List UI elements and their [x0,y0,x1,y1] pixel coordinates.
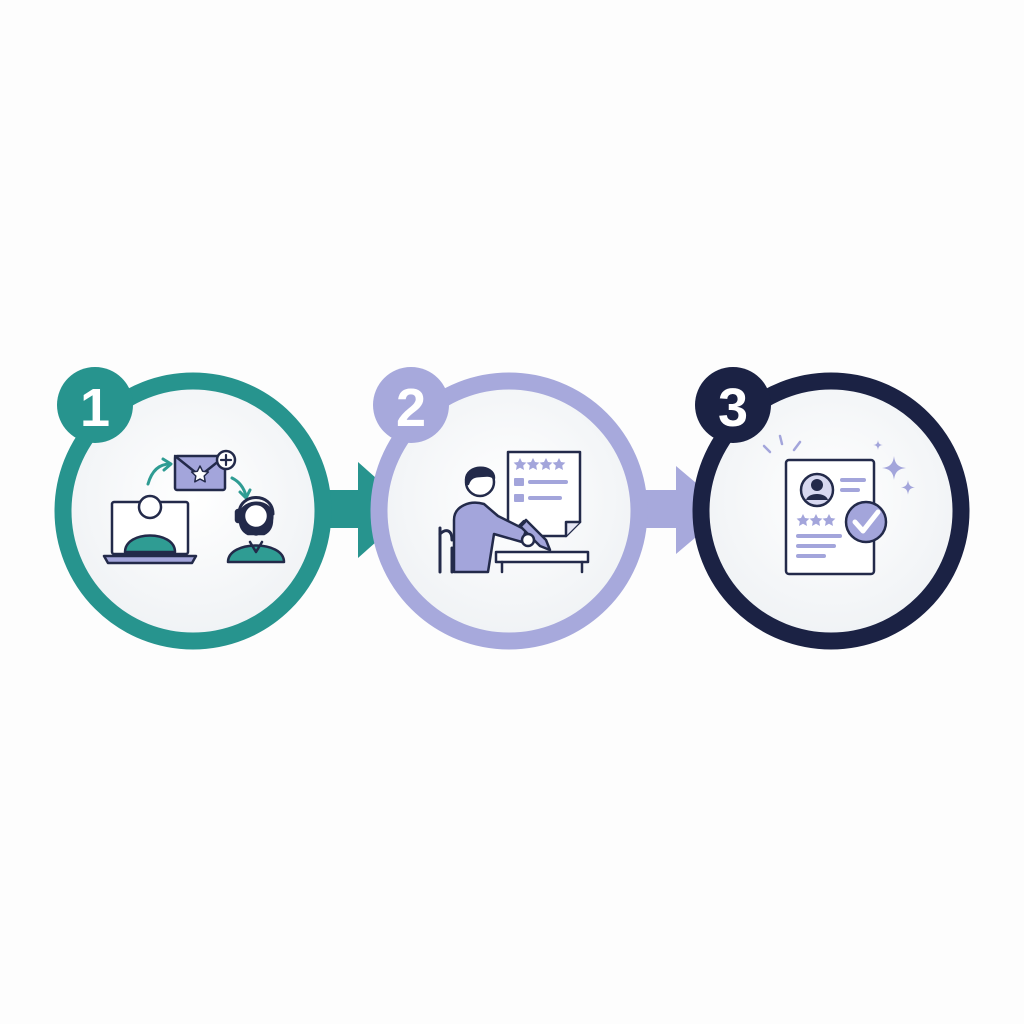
step-1: 1 [54,367,332,650]
step-3-number: 3 [718,378,748,438]
approved-profile-document-icon [762,434,915,576]
step-2-badge [373,367,449,443]
step-3: 3 [692,367,970,650]
step-1-ring [54,372,332,650]
customer-support-contact-icon [102,449,286,565]
step-3-badge [695,367,771,443]
step-1-number: 1 [80,378,110,438]
step-1-badge [57,367,133,443]
person-writing-review-icon [438,450,590,574]
step-2-number: 2 [396,378,426,438]
step-2: 2 [370,367,648,650]
